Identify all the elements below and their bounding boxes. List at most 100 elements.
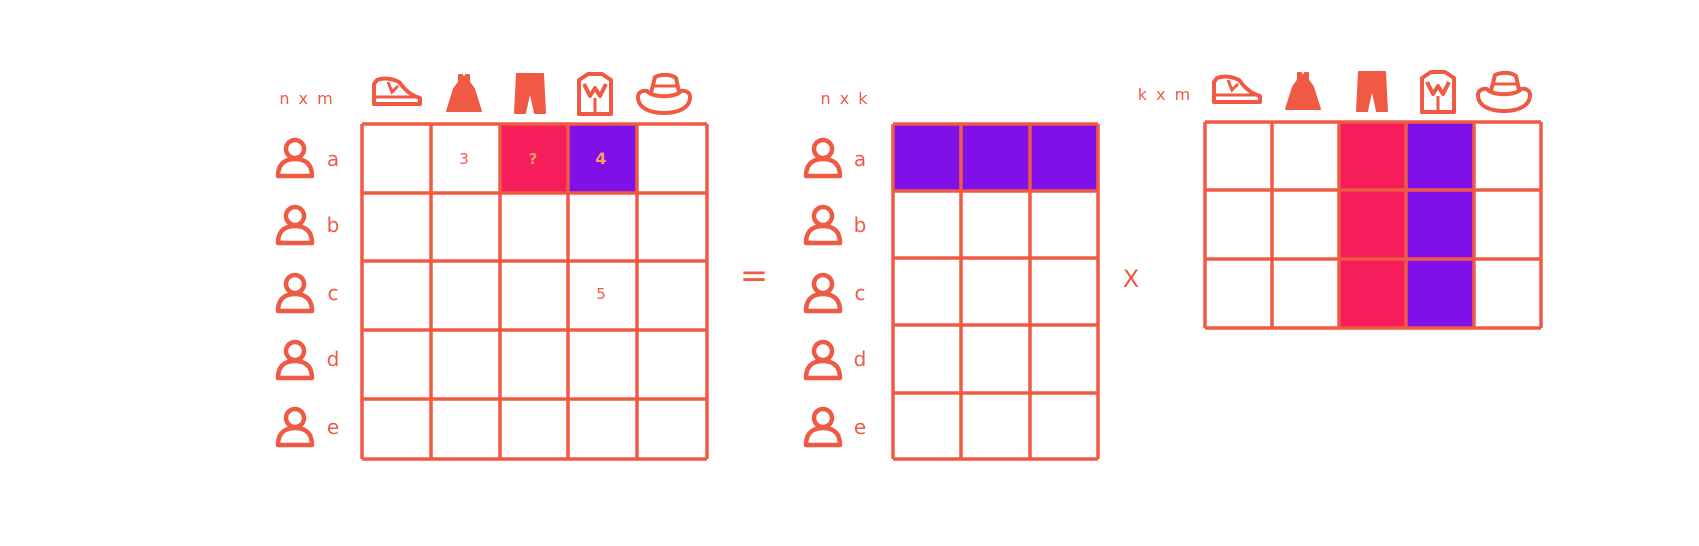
user-icon xyxy=(806,275,840,311)
matrix-cell xyxy=(362,399,431,459)
matrix-cell xyxy=(961,325,1030,393)
user-label-d: d xyxy=(327,347,340,371)
matrix-cell xyxy=(1406,122,1474,190)
user-icon xyxy=(278,342,312,378)
matrix-cell xyxy=(431,124,500,193)
matrix-cell xyxy=(893,258,961,325)
times-sign: X xyxy=(1123,265,1139,293)
rating-a-dress: 3 xyxy=(459,150,469,168)
sneaker-icon xyxy=(372,76,422,106)
matrix-cell xyxy=(431,193,500,261)
matrix-cell xyxy=(568,124,637,193)
matrix-cell xyxy=(961,258,1030,325)
matrix-cell xyxy=(893,191,961,258)
matrix-cell xyxy=(637,193,707,261)
label-kxm: k x m xyxy=(1138,85,1193,104)
matrix-cell xyxy=(1030,325,1098,393)
user-icon xyxy=(278,409,312,445)
user-factor-matrix xyxy=(891,122,1100,461)
rating-a-shirt: 4 xyxy=(595,149,606,168)
matrix-cell xyxy=(1030,191,1098,258)
matrix-cell xyxy=(1205,122,1272,190)
matrix-cell xyxy=(1474,122,1541,190)
matrix-cell xyxy=(1406,190,1474,259)
dress-icon xyxy=(1285,72,1321,110)
matrix-cell xyxy=(362,124,431,193)
user-label-a: a xyxy=(327,147,339,171)
matrix-cell xyxy=(637,330,707,399)
matrix-cell xyxy=(961,191,1030,258)
matrix-cell xyxy=(568,193,637,261)
user-icon xyxy=(278,275,312,311)
user-label-d: d xyxy=(854,347,867,371)
matrix-cell xyxy=(362,193,431,261)
matrix-cell xyxy=(1339,190,1406,259)
label-nxk: n x k xyxy=(820,89,869,108)
user-icon xyxy=(278,207,312,243)
matrix-cell xyxy=(568,399,637,459)
matrix-cell xyxy=(1406,259,1474,328)
user-label-b: b xyxy=(327,213,340,237)
user-label-b: b xyxy=(854,213,867,237)
matrix-cell xyxy=(568,330,637,399)
matrix-cell xyxy=(568,261,637,330)
shirt-icon xyxy=(577,72,613,116)
matrix-cell xyxy=(1272,190,1339,259)
user-labels-middle: a b c d e xyxy=(854,147,867,439)
matrix-cell xyxy=(1205,190,1272,259)
matrix-cell xyxy=(1030,124,1098,191)
matrix-cell xyxy=(1474,190,1541,259)
matrix-cell xyxy=(637,399,707,459)
matrix-cell xyxy=(1339,259,1406,328)
user-label-e: e xyxy=(327,415,339,439)
user-label-c: c xyxy=(855,281,866,305)
matrix-cell xyxy=(500,124,568,193)
matrix-cell xyxy=(500,193,568,261)
rating-matrix xyxy=(360,122,709,461)
rating-c-shirt: 5 xyxy=(596,285,606,303)
matrix-cell xyxy=(893,325,961,393)
shirt-icon xyxy=(1420,70,1456,114)
matrix-cell xyxy=(1030,393,1098,459)
equals-sign: = xyxy=(740,256,769,296)
item-factor-matrix xyxy=(1203,120,1543,330)
matrix-cell xyxy=(431,261,500,330)
matrix-cell xyxy=(1339,122,1406,190)
matrix-cell xyxy=(961,393,1030,459)
hat-icon xyxy=(1476,70,1532,113)
sneaker-icon xyxy=(1212,74,1262,104)
user-label-e: e xyxy=(854,415,866,439)
matrix-cell xyxy=(893,124,961,191)
matrix-cell xyxy=(1272,259,1339,328)
generated-layer xyxy=(278,70,1543,461)
label-nxm: n x m xyxy=(279,89,334,108)
hat-icon xyxy=(636,72,692,115)
user-labels-left: a b c d e xyxy=(327,147,340,439)
user-icon xyxy=(806,140,840,176)
user-icon xyxy=(806,409,840,445)
matrix-cell xyxy=(431,330,500,399)
matrix-cell xyxy=(961,124,1030,191)
matrix-cell xyxy=(1030,258,1098,325)
matrix-cell xyxy=(362,261,431,330)
user-label-a: a xyxy=(854,147,866,171)
matrix-cell xyxy=(1272,122,1339,190)
trousers-icon xyxy=(1356,71,1388,112)
trousers-icon xyxy=(514,73,546,114)
user-icon xyxy=(806,207,840,243)
user-icon xyxy=(806,342,840,378)
matrix-cell xyxy=(1474,259,1541,328)
matrix-cell xyxy=(500,399,568,459)
matrix-cell xyxy=(362,330,431,399)
dress-icon xyxy=(446,74,482,112)
matrix-cell xyxy=(893,393,961,459)
rating-a-trousers-unknown: ? xyxy=(529,150,538,168)
matrix-cell xyxy=(500,330,568,399)
matrix-cell xyxy=(637,261,707,330)
user-label-c: c xyxy=(328,281,339,305)
user-icon xyxy=(278,140,312,176)
matrix-cell xyxy=(500,261,568,330)
matrix-cell xyxy=(637,124,707,193)
